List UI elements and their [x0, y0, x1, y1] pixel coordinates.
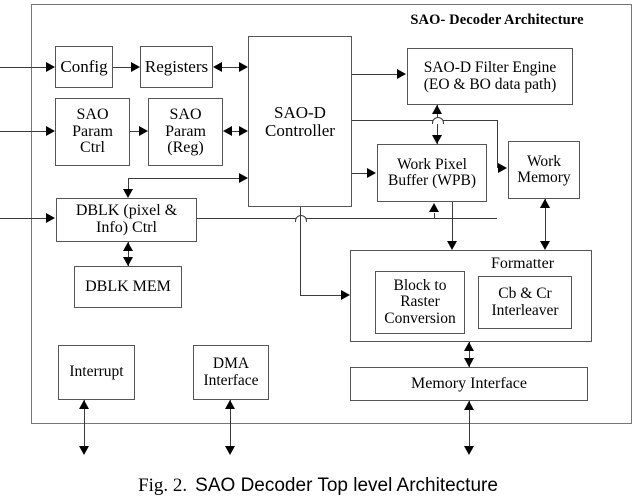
arrow-input-dblk [46, 213, 55, 223]
block-dblk-ctrl-label: DBLK (pixel & Info) Ctrl [75, 202, 178, 236]
block-registers[interactable]: Registers [140, 46, 213, 88]
arrow-controller-wpb [367, 168, 376, 178]
block-registers-label: Registers [144, 57, 209, 77]
arrow-meminterface-out [464, 446, 474, 455]
block-dblk-ctrl[interactable]: DBLK (pixel & Info) Ctrl [56, 198, 197, 242]
arrow-filter-to-wpb [432, 135, 442, 144]
block-sao-d-controller-label: SAO-D Controller [265, 102, 335, 140]
arrow-formatter-meminterface [464, 358, 474, 367]
block-config[interactable]: Config [55, 46, 113, 88]
block-sao-param-ctrl-label: SAO Param Ctrl [72, 105, 113, 157]
wire-input-config [0, 67, 46, 68]
arrow-interrupt-in [79, 400, 89, 409]
arrow-dma-in [225, 400, 235, 409]
block-filter-engine[interactable]: SAO-D Filter Engine (EO & BO data path) [407, 48, 573, 105]
block-memory-interface-label: Memory Interface [411, 374, 527, 392]
arrow-into-workmem-bottom [540, 199, 550, 208]
arrow-controller-in-paramreg [239, 126, 248, 136]
block-filter-engine-label: SAO-D Filter Engine (EO & BO data path) [423, 59, 557, 93]
caption-prefix: Fig. 2. [138, 475, 188, 496]
arrow-registers-in [213, 62, 222, 72]
arrow-wpb-to-filter [432, 105, 442, 114]
wire-config-registers [113, 67, 131, 68]
wire-paramreg-controller [232, 131, 240, 132]
arrow-controller-filter [397, 69, 406, 79]
block-interrupt[interactable]: Interrupt [58, 345, 135, 400]
wire-interrupt-out [84, 400, 85, 452]
wire-filter-wpb [437, 105, 438, 144]
wire-dblk-wpb-up [434, 213, 435, 218]
arrow-meminterface-formatter [464, 342, 474, 351]
block-sao-param-reg-label: SAO Param (Reg) [165, 105, 206, 157]
block-dblk-mem[interactable]: DBLK MEM [74, 266, 182, 308]
block-interrupt-label: Interrupt [69, 363, 124, 381]
wire-controller-filter [352, 74, 397, 75]
wire-branch-to-controller [128, 178, 239, 179]
wire-paramctrl-paramreg [130, 131, 139, 132]
wire-formatter-meminterface [469, 342, 470, 367]
wire-input-param-ctrl [0, 131, 46, 132]
block-cb-cr-interleaver-label: Cb & Cr Interleaver [491, 285, 559, 319]
wire-controller-formatter [300, 295, 341, 296]
wire-dblk-mem [128, 242, 129, 266]
wire-controller-down [300, 207, 301, 295]
figure-caption: Fig. 2. SAO Decoder Top level Architectur… [0, 475, 636, 497]
wire-input-dblk [0, 218, 46, 219]
block-work-memory[interactable]: Work Memory [508, 141, 580, 199]
block-work-pixel-buffer[interactable]: Work Pixel Buffer (WPB) [377, 144, 487, 202]
caption-text: SAO Decoder Top level Architecture [195, 475, 498, 496]
wire-controller-workmem [352, 120, 498, 121]
arrow-input-config [46, 62, 55, 72]
wire-wpb-formatter [452, 202, 453, 242]
wire-hop-filter-wpb [432, 117, 444, 124]
wire-workmem-formatter [545, 199, 546, 242]
block-config-label: Config [60, 57, 108, 77]
block-memory-interface[interactable]: Memory Interface [350, 367, 588, 401]
block-block-to-raster[interactable]: Block to Raster Conversion [375, 271, 465, 334]
block-dma-interface[interactable]: DMA Interface [193, 345, 269, 400]
arrow-controller-workmem [498, 163, 507, 173]
arrow-workmem-formatter [540, 241, 550, 250]
wire-branch-down-dblk [128, 178, 129, 190]
block-formatter-label: Formatter [490, 255, 555, 272]
arrow-config-registers [131, 62, 140, 72]
wire-hop-dblk-controller [295, 215, 307, 222]
block-sao-d-controller[interactable]: SAO-D Controller [248, 36, 352, 207]
wire-registers-controller [222, 67, 240, 68]
arrow-dblk-dblkmem [123, 257, 133, 266]
wire-meminterface-out [469, 401, 470, 452]
arrow-controller-in-registers [239, 62, 248, 72]
arrow-paramctrl-paramreg [139, 126, 148, 136]
arrow-branch-dblk [123, 189, 133, 198]
arrow-branch-controller [239, 173, 248, 183]
arrow-dblkmem-dblk [123, 242, 133, 251]
arrow-interrupt-out [79, 446, 89, 455]
arrow-controller-formatter [341, 290, 350, 300]
block-dma-interface-label: DMA Interface [203, 355, 259, 389]
wire-controller-workmem-down [497, 120, 498, 168]
block-dblk-mem-label: DBLK MEM [85, 277, 171, 295]
system-boundary [31, 4, 632, 424]
arrow-input-param-ctrl [46, 126, 55, 136]
wire-dma-out [230, 400, 231, 452]
block-block-to-raster-label: Block to Raster Conversion [384, 277, 456, 327]
block-sao-param-ctrl[interactable]: SAO Param Ctrl [55, 98, 130, 166]
arrow-paramreg-in [223, 126, 232, 136]
wire-dblk-wpb [197, 218, 497, 219]
block-work-pixel-buffer-label: Work Pixel Buffer (WPB) [388, 155, 476, 189]
wire-controller-wpb [352, 173, 367, 174]
block-cb-cr-interleaver[interactable]: Cb & Cr Interleaver [478, 276, 572, 329]
arrow-wpb-formatter [447, 241, 457, 250]
arrow-dma-out [225, 446, 235, 455]
figure-title: SAO- Decoder Architecture [410, 12, 584, 28]
block-sao-param-reg[interactable]: SAO Param (Reg) [148, 98, 223, 166]
block-work-memory-label: Work Memory [517, 152, 571, 186]
arrow-dblk-wpb [429, 203, 439, 212]
arrow-meminterface-in [464, 401, 474, 410]
